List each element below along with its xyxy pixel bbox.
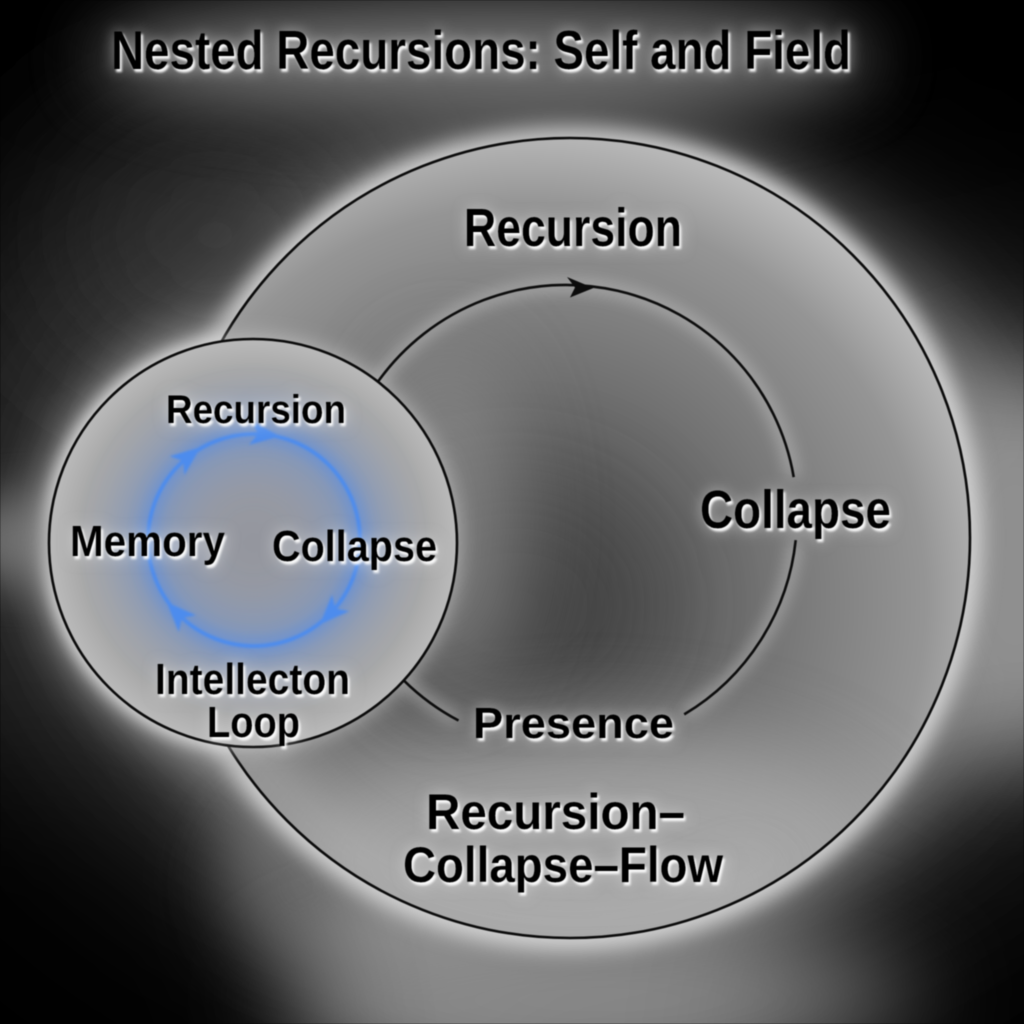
svg-text:Collapse: Collapse (700, 480, 891, 540)
svg-text:Memory: Memory (70, 517, 225, 566)
svg-text:Recursion: Recursion (166, 388, 346, 432)
svg-text:Nested Recursions: Self and Fi: Nested Recursions: Self and Field (111, 20, 851, 81)
svg-text:Collapse: Collapse (272, 522, 437, 571)
svg-text:Recursion–: Recursion– (426, 784, 685, 840)
svg-text:Loop: Loop (207, 698, 300, 747)
svg-text:Recursion: Recursion (464, 198, 682, 258)
svg-text:Collapse–Flow: Collapse–Flow (403, 837, 723, 893)
svg-text:Presence: Presence (473, 700, 674, 748)
svg-text:Intellecton: Intellecton (155, 655, 350, 704)
